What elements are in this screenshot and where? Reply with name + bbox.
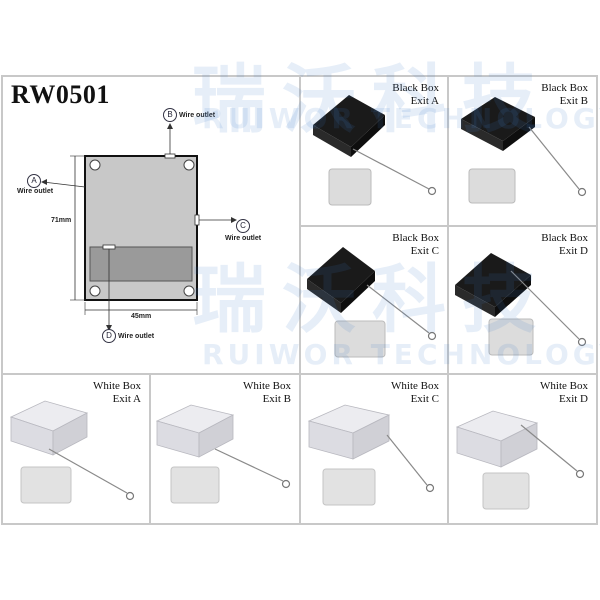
black-box-side [341,271,375,313]
wire-ring [425,483,435,493]
retract-wire [510,270,580,340]
exit-label: Exit D [558,245,588,257]
arrow-a [41,179,47,185]
retract-wire [214,448,284,482]
wire-ring [577,337,587,347]
mount-hole-bl [89,285,101,297]
box-color-label: White Box [243,380,291,392]
white-box-side [352,414,390,460]
black-box [455,253,531,307]
exit-label: Exit D [558,393,588,405]
black-box-side [495,275,531,317]
black-box-side [351,115,385,157]
dimension-diagram [41,123,237,331]
retract-wire [352,148,430,190]
black-box-side [503,117,535,151]
mount-hole-tl [89,159,101,171]
white-box-exit-c-photo [307,404,435,506]
leader-a [42,181,86,188]
adhesive-pad [328,168,372,206]
box-color-label: White Box [540,380,588,392]
retract-wire [520,424,578,472]
white-box-side [198,414,234,458]
adhesive-pad [170,466,220,504]
white-box-exit-a-photo [9,400,135,504]
outlet-c-label: Wire outlet [225,235,262,242]
outlet-c-marker: C [236,219,250,233]
black-box-front [307,279,341,313]
box-color-label: White Box [93,380,141,392]
product-sheet: RW0501 [1,57,600,525]
arrow-c [231,217,237,223]
exit-label: Exit B [262,393,291,405]
adhesive-pad [468,168,516,204]
adhesive-pad [20,466,72,504]
exit-label: Exit C [410,393,439,405]
exit-label: Exit B [559,95,588,107]
wire-ring [575,469,585,479]
black-box-exit-b-photo [461,97,587,204]
retract-wire [366,284,430,334]
outlet-a-label: Wire outlet [17,188,54,195]
width-label: 45mm [131,313,152,320]
retract-wire [386,434,428,486]
mount-hole-br [183,285,195,297]
exit-label: Exit A [410,95,439,107]
outlet-b-marker: B [163,108,177,122]
exit-label: Exit A [112,393,141,405]
black-box-front [455,285,495,317]
black-box [307,247,375,303]
device-dark-band [89,246,193,282]
white-box-exit-d-photo [455,410,585,510]
height-label: 71mm [51,217,72,224]
outlet-slot-b [164,153,176,159]
outlet-d-marker: D [102,329,116,343]
outlet-slot-c [194,214,200,226]
adhesive-pad [488,318,534,356]
outlet-slot-d [102,244,116,250]
exit-label: Exit C [410,245,439,257]
box-color-label: Black Box [392,82,439,94]
wire-ring [427,331,437,341]
arrow-b [167,123,173,129]
black-box-exit-a-photo [313,95,437,206]
box-color-label: White Box [391,380,439,392]
white-box-exit-b-photo [155,404,291,504]
black-box [313,95,385,147]
box-color-label: Black Box [541,232,588,244]
wire-ring [281,479,291,489]
adhesive-pad [322,468,376,506]
outlet-b-label: Wire outlet [179,112,216,119]
adhesive-pad [334,320,386,358]
mount-hole-tr [183,159,195,171]
arrow-d [106,325,112,331]
black-box-exit-c-photo [307,247,437,358]
wire-ring [427,186,437,196]
outlet-a-marker: A [27,174,41,188]
outlet-d-label: Wire outlet [118,333,155,340]
retract-wire [528,126,580,190]
box-color-label: Black Box [541,82,588,94]
black-box [461,97,535,141]
model-title: RW0501 [11,80,110,109]
adhesive-pad [482,472,530,510]
black-box-front [313,125,351,157]
white-box-side [52,412,88,456]
black-box-front [461,119,503,151]
retract-wire [48,448,128,494]
diagram-panel: RW0501 [2,76,300,374]
box-color-label: Black Box [392,232,439,244]
wire-ring [577,187,587,197]
wire-ring [125,491,135,501]
black-box-exit-d-photo [455,253,587,356]
